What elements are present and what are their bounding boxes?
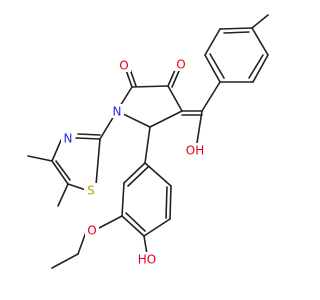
- atom-oh-phenol: HO: [136, 252, 158, 267]
- bond-c4-c5: [149, 110, 183, 128]
- bond-c4-c5-2: [55, 160, 71, 181]
- bond-t4-t5-2: [223, 31, 250, 34]
- bond-lines: [27, 14, 269, 269]
- bond-a3-a4-2: [125, 212, 146, 232]
- atom-o-ether-label: O: [87, 224, 96, 238]
- atom-n-thiazole: N: [61, 131, 75, 146]
- bond-a1-a2-2: [127, 166, 149, 187]
- atom-n-pyrrolidine-label: N: [113, 105, 122, 119]
- bond-t5-t6: [251, 27, 269, 56]
- bond-c3-o: [167, 69, 176, 87]
- atom-s-thiazole: S: [84, 183, 98, 198]
- atom-n-pyrrolidine: N: [110, 104, 124, 119]
- bond-a3-o: [98, 215, 123, 229]
- atom-o-ketone-left-label: O: [119, 59, 128, 73]
- bond-c3-o-2: [171, 70, 180, 88]
- molecule-structure-diagram: O O N S N OH O HO: [27, 14, 269, 269]
- bond-t3-t4: [204, 28, 221, 56]
- bond-c3-c4: [167, 85, 183, 112]
- bond-t4-t5: [219, 27, 253, 30]
- bond-et1-et2: [51, 253, 79, 269]
- atom-labels: O O N S N OH O HO: [61, 57, 206, 267]
- bond-c2-o: [125, 69, 133, 88]
- bond-a5-a6-2: [165, 186, 168, 219]
- bond-c5-s: [67, 183, 87, 191]
- bond-n-c4: [51, 137, 63, 162]
- bond-t2-t3-2: [209, 53, 225, 79]
- bond-a3-a4: [121, 215, 145, 237]
- atom-s-thiazole-label: S: [87, 184, 95, 198]
- bond-t5-me: [251, 14, 269, 29]
- bond-tz-n-2: [77, 133, 101, 136]
- bond-tz-n: [75, 137, 101, 140]
- bond-t6-t7: [252, 54, 269, 83]
- bond-c5-a1: [144, 126, 151, 164]
- bond-s-c2: [95, 138, 101, 186]
- bond-t1-t2: [201, 81, 221, 112]
- bond-a4-oh: [143, 235, 148, 255]
- atom-o-ether: O: [85, 223, 99, 238]
- bond-t6-t7-2: [248, 54, 264, 79]
- bond-c2-c3: [131, 85, 169, 88]
- bond-a4-a5: [143, 218, 171, 237]
- bond-a1-a2: [123, 162, 146, 184]
- bond-c4-me: [27, 155, 53, 162]
- atom-o-ketone-left: O: [117, 58, 131, 73]
- bond-c5-me: [57, 183, 69, 207]
- bond-c4-c5: [51, 160, 69, 185]
- atom-o-ketone-right: O: [174, 57, 188, 72]
- atom-oh-enol: OH: [184, 143, 206, 158]
- bond-cx-oh: [196, 110, 203, 144]
- bond-t2-t3: [204, 54, 221, 83]
- bond-o-et1: [77, 231, 87, 255]
- bond-a2-a3: [121, 182, 125, 217]
- atom-oh-phenol-label: HO: [138, 253, 156, 267]
- bond-a6-a1: [144, 162, 172, 187]
- atom-o-ketone-right-label: O: [176, 58, 185, 72]
- atom-oh-enol-label: OH: [186, 144, 204, 158]
- atom-n-thiazole-label: N: [64, 132, 73, 146]
- bond-a5-a6: [169, 185, 172, 220]
